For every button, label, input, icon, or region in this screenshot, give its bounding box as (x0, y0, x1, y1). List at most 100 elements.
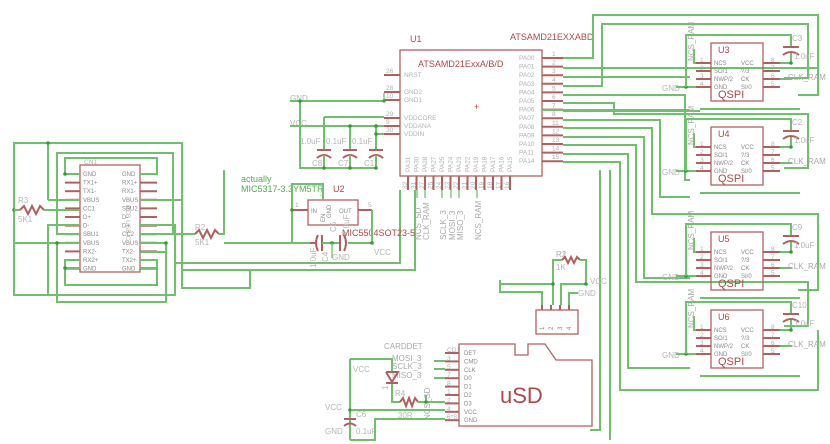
usb-pin-label: D+ (83, 215, 91, 221)
capacitor-value: 0.1uF (326, 137, 347, 146)
qspi-pin-name: SO/1 (714, 69, 728, 75)
resistor-r1[interactable]: R2 1K R1 (552, 250, 587, 284)
usb-c-connector[interactable]: CN1 PCB USB-C GNDTX1+TX1-VBUSCC1D+D-SBU1… (65, 159, 157, 273)
mcu-u1[interactable]: U1 ATSAMD21EXXABD ATSAMD21ExxA/B/D + 26N… (384, 32, 594, 240)
usb-pin-label: GND (122, 267, 136, 273)
resistor-r3[interactable]: R3 5K1 (14, 196, 80, 224)
mcu-left-pins: 26NRST28GND210GND129VDDCORE9VDDANA30VDDI… (384, 68, 437, 138)
sd-pin-name: D3 (464, 401, 472, 407)
svg-text:GND: GND (325, 427, 343, 436)
capacitor-curve-icon (782, 135, 800, 140)
mcu-pin-number: 23 (445, 181, 452, 189)
svg-text:1: 1 (381, 385, 390, 390)
mcu-pin-number: 15 (552, 154, 560, 161)
qspi-pin-name: ?/3 (741, 69, 750, 75)
svg-text:actually: actually (241, 174, 272, 184)
sd-outline (458, 343, 593, 427)
mcu-pin-number: 19 (479, 181, 486, 189)
qspi-pin-number: 6 (771, 340, 775, 347)
svg-text:EN: EN (321, 214, 327, 222)
qspi-pin-name: VCC (741, 61, 754, 67)
qspi-pin-number: 1 (700, 57, 704, 64)
svg-text:MIC5504SOT23-5: MIC5504SOT23-5 (342, 228, 415, 238)
svg-text:+: + (474, 102, 479, 112)
net-label: CLK_RAM (788, 73, 826, 82)
capacitor-curve-icon (782, 51, 800, 56)
qspi-pin-number: 1 (700, 246, 704, 253)
capacitor-value: 1.0uF (794, 241, 815, 250)
net-label: NCS_SD (423, 387, 432, 420)
mcu-qspi-bus (542, 14, 819, 440)
mcu-pin-number: 31 (411, 181, 418, 189)
mcu-pin-name: PA24 (448, 156, 455, 172)
svg-text:IN: IN (311, 209, 317, 215)
usb-pin-label: D+ (122, 224, 130, 230)
qspi-pin-name: ?/3 (741, 153, 750, 159)
net-label: CLK_RAM (788, 340, 826, 349)
mcu-pin-name: PA06 (519, 107, 535, 114)
sd-pin-number: 2 (447, 397, 451, 404)
qspi-label: QSPI (718, 278, 744, 290)
net-label: NCS_RAM (687, 106, 696, 145)
qspi-pin-number: 6 (771, 73, 775, 80)
mcu-pin-number: 4 (552, 77, 556, 84)
mcu-pin-name: GND2 (404, 89, 422, 96)
qspi-pin-number: 3 (700, 157, 704, 164)
capacitor-curve-icon (782, 240, 800, 245)
usb-pin-label: GND (122, 172, 136, 178)
usb-pin-label: VBUS (83, 241, 99, 247)
svg-text:R3: R3 (18, 196, 29, 205)
regulator-caps: 1.0uF C4 C5 1.0uF GND VCC (224, 214, 391, 268)
qspi-pin-name: NWP/2 (714, 266, 734, 272)
sd-pin-number: 5 (447, 364, 451, 371)
mcu-pin-number: 26 (386, 68, 394, 75)
mcu-pin-number: 27 (419, 181, 426, 189)
usb-pin-label: D- (83, 224, 89, 230)
usb-c-body (79, 164, 141, 273)
sd-pin-number: 3 (447, 355, 451, 362)
svg-text:R1: R1 (556, 250, 567, 259)
qspi-pin-name: NCS (714, 328, 727, 334)
usb-pin-label: RX1+ (122, 181, 138, 187)
net-label: NCS_SD (414, 207, 423, 240)
mcu-pin-name: VDDANA (404, 123, 432, 130)
svg-text:1.0uF: 1.0uF (342, 214, 351, 235)
header-body (535, 309, 579, 335)
mcu-pin-name: PA18 (482, 156, 489, 172)
qspi-ref: U5 (718, 234, 730, 244)
regulator-u2[interactable]: actually MIC5317-3.3YM5TR U2 IN OUT GND … (241, 174, 415, 243)
svg-text:5K1: 5K1 (195, 238, 210, 247)
qspi-pin-number: 5 (771, 348, 775, 355)
capacitor-curve-icon (782, 318, 800, 323)
usb-wiring (12, 141, 416, 303)
svg-text:1: 1 (295, 202, 299, 209)
resistor-r2[interactable]: R2 5K1 (140, 170, 225, 247)
mcu-pin-name: PA17 (490, 156, 497, 172)
mcu-pin-number: 14 (552, 146, 560, 153)
mcu-pin-name: PA23 (456, 156, 463, 172)
svg-text:30R: 30R (398, 411, 413, 420)
qspi-pin-number: 8 (771, 57, 775, 64)
qspi-pin-number: 5 (771, 270, 775, 277)
net-label: NCS_RAM (474, 201, 483, 240)
capacitor-ref: C1 (364, 159, 375, 168)
mcu-pin-name: PA30 (414, 156, 421, 172)
usb-c-pins: GNDTX1+TX1-VBUSCC1D+D-SBU1VBUSRX2-RX2+GN… (65, 172, 157, 273)
svg-text:1K: 1K (556, 263, 566, 272)
usb-pin-label: TX1- (83, 189, 96, 195)
mcu-pin-number: 13 (552, 137, 560, 144)
sd-pin-number: CD1 (447, 347, 460, 354)
net-label: SCLK_3 (439, 210, 448, 240)
usb-pin-label: RX2- (83, 249, 97, 255)
sd-pin-number: 6*S (447, 414, 458, 421)
qspi-pin-name: SI/0 (741, 85, 752, 91)
mcu-pin-name: PA27 (431, 156, 438, 172)
svg-text:1.0uF: 1.0uF (309, 247, 318, 268)
mcu-pin-number: 17 (496, 181, 503, 189)
